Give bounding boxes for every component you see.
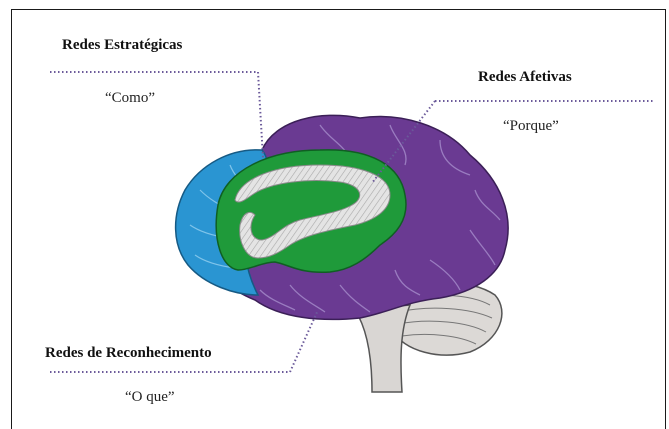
- label-affective-subtitle: “Porque”: [503, 118, 559, 134]
- label-strategic-subtitle: “Como”: [105, 90, 155, 106]
- corpus-callosum: [234, 164, 391, 259]
- leader-lines: [50, 71, 655, 373]
- leader-affective-diagonal: [371, 100, 436, 184]
- label-recognition-title: Redes de Reconhecimento: [45, 345, 212, 361]
- label-strategic-title: Redes Estratégicas: [62, 37, 183, 53]
- label-affective-title: Redes Afetivas: [478, 69, 572, 85]
- leader-recognition: [50, 309, 319, 373]
- figure-frame: [11, 9, 666, 429]
- leader-strategic: [50, 71, 264, 159]
- label-recognition-subtitle: “O que”: [125, 389, 175, 405]
- brain-stem: [353, 304, 412, 393]
